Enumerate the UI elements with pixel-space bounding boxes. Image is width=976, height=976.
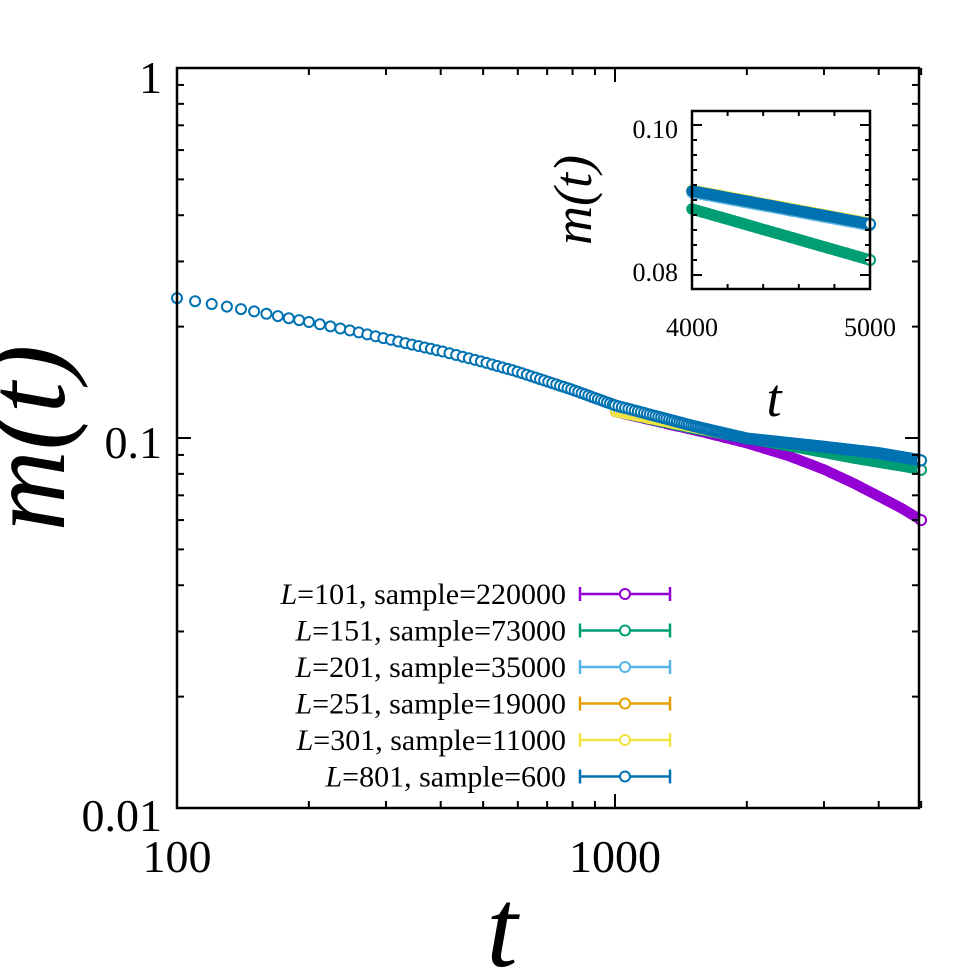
series-6 — [171, 292, 928, 467]
legend-label-5-var: L — [296, 724, 314, 757]
series-6-point — [189, 295, 202, 308]
series-6-point — [220, 300, 233, 313]
legend-marker-6 — [619, 770, 631, 783]
legend-label-6-var: L — [324, 761, 342, 794]
x-axis-title: t — [486, 867, 520, 976]
inset-y-tick-label-0.10: 0.10 — [633, 115, 679, 144]
y-tick-label-1: 1 — [139, 52, 162, 103]
legend-label-3-text: =201, sample=35000 — [312, 651, 566, 684]
y-tick-label-0.1: 0.1 — [105, 417, 163, 468]
legend-label-3-var: L — [294, 651, 312, 684]
series-6-point — [205, 298, 218, 310]
x-tick-label-100: 100 — [143, 831, 212, 882]
legend-marker-1 — [619, 588, 631, 600]
legend-label-5-text: =301, sample=11000 — [313, 724, 566, 757]
series-6-point — [271, 310, 284, 323]
series-6-point — [302, 316, 315, 328]
legend-label-1-text: =101, sample=220000 — [297, 578, 566, 611]
legend-label-2-var: L — [294, 615, 312, 648]
legend-label-6: L=801, sample=600 — [324, 761, 566, 794]
inset-plot: 0.10 0.08 4000 5000 t m(t) — [543, 109, 896, 428]
legend-label-1-var: L — [279, 578, 297, 611]
inset-y-axis-title: m(t) — [543, 155, 603, 245]
legend-label-4-var: L — [294, 688, 312, 721]
main-ticks-layer — [176, 67, 923, 809]
legend-label-4: L=251, sample=19000 — [294, 688, 566, 721]
y-tick-label-0.01: 0.01 — [82, 790, 163, 841]
legend-label-6-text: =801, sample=600 — [342, 761, 566, 794]
inset-series-5 — [686, 185, 876, 230]
legend-label-1: L=101, sample=220000 — [279, 578, 566, 611]
series-6-point — [248, 305, 261, 318]
inset-y-tick-label-0.08: 0.08 — [633, 258, 679, 287]
inset-x-axis-title: t — [766, 368, 783, 428]
legend-label-2-text: =151, sample=73000 — [312, 615, 566, 648]
main-plot: 1 0.1 0.01 100 1000 t m(t) L=101, sample… — [0, 52, 928, 976]
series-6-point — [293, 314, 306, 327]
series-6-point — [313, 318, 326, 331]
series-6-point — [260, 307, 273, 320]
legend-label-5: L=301, sample=11000 — [296, 724, 566, 757]
main-series-layer — [171, 292, 928, 527]
legend-marker-5 — [619, 734, 631, 746]
y-axis-title: m(t) — [0, 345, 89, 532]
inset-ticks-layer — [691, 111, 871, 289]
inset-x-tick-label-4000: 4000 — [666, 313, 718, 342]
series-6-point — [235, 303, 247, 316]
series-6-point — [324, 320, 337, 333]
legend-label-4-text: =251, sample=19000 — [312, 688, 566, 721]
series-6-point — [915, 454, 928, 467]
x-tick-label-1000: 1000 — [569, 831, 661, 882]
legend-marker-3 — [619, 661, 631, 673]
series-6-point — [282, 312, 295, 325]
legend-label-3: L=201, sample=35000 — [294, 651, 566, 684]
legend-marker-4 — [619, 697, 631, 710]
legend-marker-2 — [619, 624, 631, 637]
legend-label-2: L=151, sample=73000 — [294, 615, 566, 648]
inset-x-tick-label-5000: 5000 — [844, 313, 896, 342]
series-6-point — [334, 322, 347, 335]
